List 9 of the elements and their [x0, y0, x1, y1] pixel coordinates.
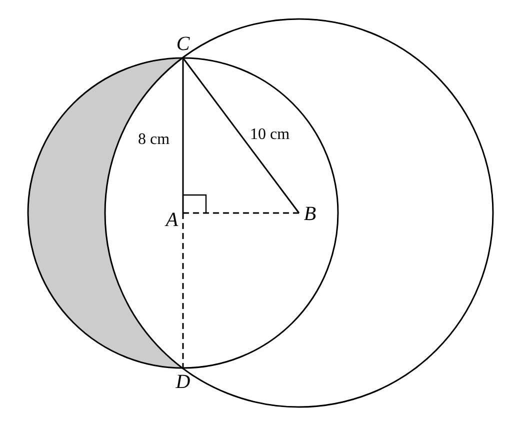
point-label: A: [163, 210, 181, 230]
point-label: D: [174, 372, 192, 392]
dashed-segment: [183, 212, 299, 214]
dashed-segment: [182, 213, 184, 368]
line-segment: [182, 58, 184, 213]
point-label: B: [301, 204, 319, 224]
point-label: C: [174, 34, 192, 54]
length-label: 10 cm: [248, 126, 292, 144]
line-segment: [182, 58, 300, 214]
